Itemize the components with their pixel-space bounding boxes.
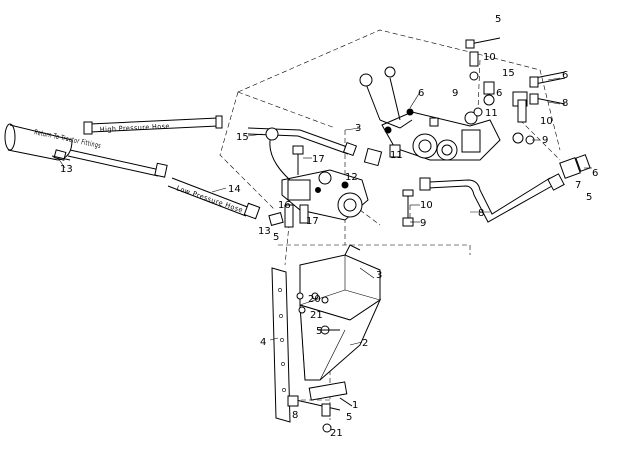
callout-15: 15 xyxy=(236,132,249,143)
fitting-13-lower xyxy=(268,212,284,226)
left-control-valve xyxy=(265,127,369,228)
bracket-plate-2 xyxy=(299,298,382,381)
callout-3-valve: 3 xyxy=(355,123,361,134)
tractor-return-pipe xyxy=(4,123,73,161)
pipe-8 xyxy=(419,173,565,223)
callout-10-center: 10 xyxy=(420,200,433,211)
callout-10-top: 10 xyxy=(483,52,496,63)
callout-11-center: 11 xyxy=(390,150,403,161)
callout-6-right: 6 xyxy=(496,88,502,99)
callout-6-far-right: 6 xyxy=(562,70,568,81)
high-pressure-hose: High Pressure Hose xyxy=(83,115,223,135)
callout-10-far-right: 10 xyxy=(540,116,553,127)
callout-2: 2 xyxy=(362,338,368,349)
callout-21: 21 xyxy=(310,310,323,321)
callout-9-right: 9 xyxy=(452,88,458,99)
callout-12: 12 xyxy=(345,172,358,183)
tractor-to-valve-pipe xyxy=(67,149,168,178)
low-pressure-hose: Low Pressure Hose xyxy=(167,177,261,220)
callout-6-valve: 6 xyxy=(418,88,424,99)
callout-8-far-right: 8 xyxy=(562,98,568,109)
callout-20: 20 xyxy=(308,294,321,305)
fitting-13-left xyxy=(51,149,71,161)
callout-13: 13 xyxy=(60,164,73,175)
fitting-7 xyxy=(559,154,591,179)
hose-15 xyxy=(247,127,358,157)
callout-17: 17 xyxy=(306,216,319,227)
mounting-plate-4 xyxy=(271,267,291,423)
callout-21-bottom: 21 xyxy=(330,428,343,439)
callout-8-lower: 8 xyxy=(292,410,298,421)
callout-9-center: 9 xyxy=(420,218,426,229)
callout-14: 14 xyxy=(228,184,241,195)
fitting-12 xyxy=(363,144,401,167)
lower-hardware xyxy=(287,381,353,433)
right-control-valve xyxy=(359,66,501,161)
callout-7: 7 xyxy=(575,180,581,191)
bolt-10-9-center xyxy=(402,189,414,227)
callout-5-pipe: 5 xyxy=(586,192,592,203)
right-hardware-stack xyxy=(429,37,566,145)
callout-numbers: 13 14 15 17 3 6 5 10 15 9 6 11 6 8 10 9 … xyxy=(60,14,598,439)
callout-6-pipe: 6 xyxy=(592,168,598,179)
callout-4: 4 xyxy=(260,337,266,348)
callout-5-bracket: 5 xyxy=(316,326,322,337)
callout-3-bracket: 3 xyxy=(376,270,382,281)
callout-11: 11 xyxy=(485,108,498,119)
callout-19: 17 xyxy=(312,154,325,165)
high-pressure-hose-label: High Pressure Hose xyxy=(100,122,170,134)
callout-5-lower: 5 xyxy=(273,232,279,243)
callout-13-lower: 13 xyxy=(258,226,271,237)
callout-1: 1 xyxy=(352,400,358,411)
callout-15-right: 15 xyxy=(502,68,515,79)
callout-16: 16 xyxy=(278,200,291,211)
bolt-20-21 xyxy=(296,292,306,314)
callout-5-bottom: 5 xyxy=(346,412,352,423)
callout-5-top: 5 xyxy=(495,14,501,25)
callout-9-far-right: 9 xyxy=(542,135,548,146)
leader-lines xyxy=(57,77,592,346)
callout-8-pipe: 8 xyxy=(478,208,484,219)
